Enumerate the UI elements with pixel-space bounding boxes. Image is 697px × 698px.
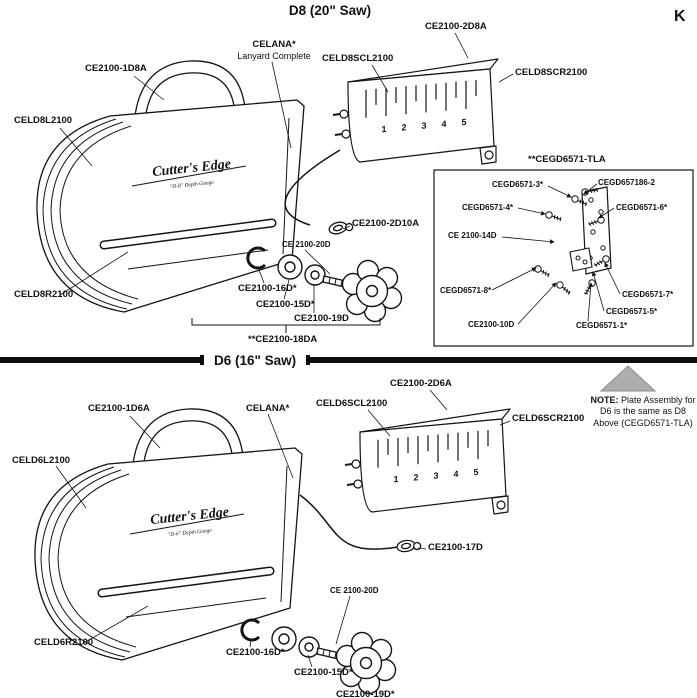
note-body: Plate Assembly for D6 is the same as D8 … <box>593 395 696 428</box>
label-d6-lanyard-clip: CE2100-17D <box>428 542 483 553</box>
label-d6-scale-left: CELD6SCL2100 <box>316 398 388 409</box>
note-triangle <box>599 365 657 392</box>
label-d8-scale-right: CELD8SCR2100 <box>515 67 588 78</box>
label-d6-washer: CE2100-15D* <box>294 667 353 678</box>
brand-tagline-d8: "D-8" Depth Gauge <box>170 180 215 191</box>
label-d8-washer-inner: CE2100-19D <box>294 313 349 324</box>
divider-cap-left <box>200 355 204 365</box>
d6-leader-lines <box>55 389 511 668</box>
label-d6-knob-screw: CE 2100-20D <box>330 586 379 595</box>
d6-section-title: D6 (16" Saw) <box>214 352 297 368</box>
lanyard-cord-d8 <box>284 149 341 226</box>
label-d6-scale-assembly: CE2100-2D6A <box>390 378 452 389</box>
label-inset-86: CEGD657186-2 <box>598 178 655 187</box>
inset-title: **CEGD6571-TLA <box>528 154 606 165</box>
divider-cap-right <box>306 355 311 365</box>
label-d8-scale-left: CELD8SCL2100 <box>322 53 394 64</box>
section-divider: D6 (16" Saw) <box>0 352 697 368</box>
label-d8-lanyard-desc: Lanyard Complete <box>237 50 311 61</box>
label-d6-body-left: CELD6L2100 <box>12 455 71 466</box>
page-corner-letter: K <box>674 8 686 25</box>
label-inset-14: CE 2100-14D <box>448 231 497 240</box>
d8-assembly-art: Cutter's Edge "D-8" Depth Gauge <box>37 32 514 333</box>
label-d6-lanyard: CELANA* <box>246 403 290 414</box>
label-d8-knob-screw: CE 2100-20D <box>282 240 331 249</box>
lanyard-cord-d6 <box>299 494 399 550</box>
label-d8-lanyard-callout: CELANA* Lanyard Complete <box>225 39 323 63</box>
d8-leader-lines <box>59 32 514 313</box>
label-d6-washer-inner: CE2100-19D* <box>336 689 395 698</box>
label-inset-7: CEGD6571-7* <box>622 290 674 299</box>
knob-assembly-bracket <box>191 318 381 333</box>
label-inset-1: CEGD6571-1* <box>576 321 628 330</box>
label-d8-washer: CE2100-15D* <box>256 299 315 310</box>
label-d8-retaining-ring: CE2100-16D* <box>238 283 297 294</box>
d6-assembly-art: Cutter's Edge "D-6" Depth Gauge <box>35 389 511 695</box>
brand-tagline-d6: "D-6" Depth Gauge <box>168 528 213 539</box>
label-d8-lanyard-clip: CE2100-2D10A <box>352 218 420 229</box>
note-block: NOTE: Plate Assembly for D6 is the same … <box>590 395 696 429</box>
label-d6-retaining-ring: CE2100-16D* <box>226 647 285 658</box>
label-inset-6: CEGD6571-6* <box>616 203 668 212</box>
label-d8-knob-assembly: **CE2100-18DA <box>248 334 318 345</box>
label-d8-lanyard-name: CELANA* <box>252 39 296 50</box>
plate-assembly-inset-art <box>433 169 694 347</box>
note-heading: NOTE: <box>590 395 619 405</box>
label-inset-10: CE2100-10D <box>468 320 515 329</box>
label-d8-body-right: CELD8R2100 <box>14 289 74 300</box>
label-d8-handle: CE2100-1D8A <box>85 63 147 74</box>
label-d6-body-right: CELD6R2100 <box>34 637 94 648</box>
label-inset-4: CEGD6571-4* <box>462 203 514 212</box>
label-d8-scale-assembly: CE2100-2D8A <box>425 21 487 32</box>
inset-arrows <box>491 183 621 325</box>
label-inset-8: CEGD6571-8* <box>440 286 492 295</box>
label-d6-handle: CE2100-1D6A <box>88 403 150 414</box>
label-inset-5: CEGD6571-5* <box>606 307 658 316</box>
label-d6-scale-right: CELD6SCR2100 <box>512 413 585 424</box>
divider-bar-left <box>0 357 200 363</box>
divider-bar-right <box>310 357 697 363</box>
label-d8-body-left: CELD8L2100 <box>14 115 73 126</box>
d8-section-title: D8 (20" Saw) <box>288 3 372 18</box>
label-inset-3: CEGD6571-3* <box>492 180 544 189</box>
